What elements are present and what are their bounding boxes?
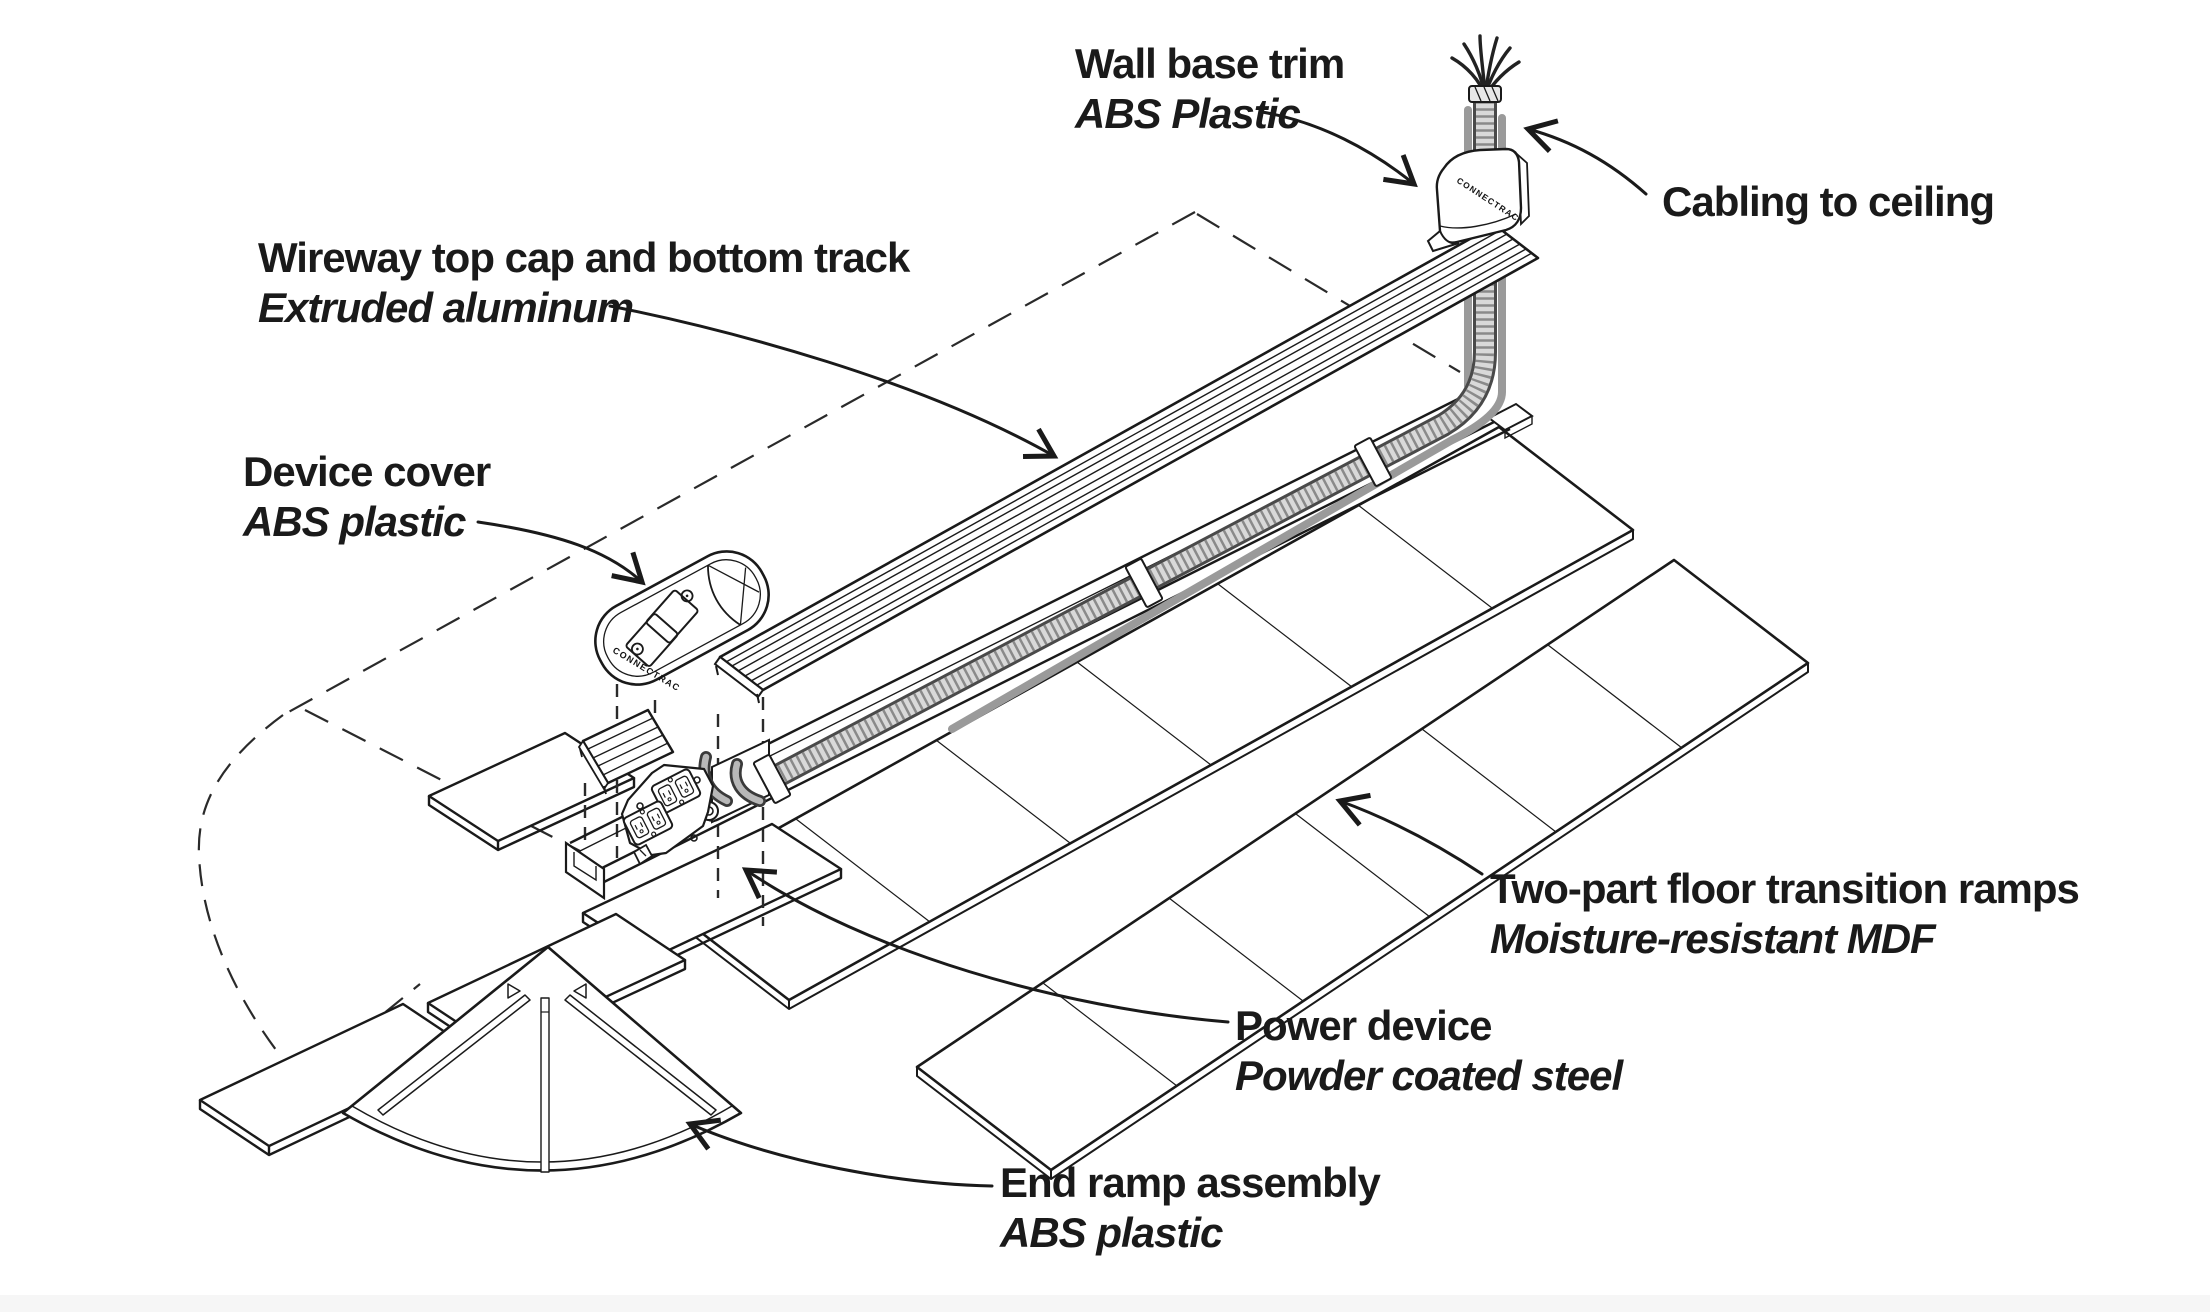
callout-title: Device cover: [243, 448, 491, 495]
gray-cable-tube-right: [948, 114, 1506, 733]
page-edge: [0, 1295, 2210, 1312]
callout-wall-base-trim: Wall base trim ABS Plastic: [1074, 40, 1345, 137]
device-cover: CONNECTRAC: [594, 550, 770, 693]
cable-funnel: [707, 564, 760, 626]
callout-title: Two-part floor transition ramps: [1490, 865, 2079, 912]
callout-material: Moisture-resistant MDF: [1490, 915, 1937, 962]
duplex-outlet: [622, 800, 674, 846]
dashed-far-edge: [284, 211, 1196, 715]
mounting-clip: [632, 843, 654, 866]
ramp-grid-lines: [1042, 644, 1683, 1087]
dashed-left-end: [304, 709, 581, 852]
leader-device-cover: [476, 520, 646, 586]
screw: [636, 802, 644, 810]
outlet-opening: [625, 613, 679, 667]
conduit-clamp: [1124, 558, 1164, 608]
track-end-opening: [564, 840, 606, 901]
callout-material: ABS plastic: [999, 1209, 1223, 1256]
conduit-clamp: [1353, 437, 1393, 487]
callout-power-device: Power device Powder coated steel: [1235, 1002, 1625, 1099]
cable-run: [698, 34, 1521, 824]
screw: [693, 776, 701, 784]
conduit-clamps: [752, 437, 1393, 804]
dashed-wall-edge: [1196, 213, 1461, 373]
seam-marker-left: [507, 983, 521, 999]
ramp-seam-left: [377, 994, 531, 1116]
leader-transition-ramps: [1335, 792, 1484, 876]
screw: [631, 642, 644, 656]
leader-cabling: [1523, 118, 1648, 196]
dashed-curve-option: [197, 714, 301, 1081]
leader-power-device: [741, 867, 1230, 1024]
callout-title: End ramp assembly: [1000, 1159, 1381, 1206]
end-ramp-assembly: [341, 945, 743, 1173]
leader-wall-base-trim: [1260, 110, 1418, 188]
trim-lip: [1426, 229, 1460, 253]
conduit-clamp: [752, 754, 792, 804]
callout-wireway: Wireway top cap and bottom track Extrude…: [258, 234, 912, 331]
transition-ramp-strip-1: [653, 425, 1635, 1010]
device-top-cap: [577, 708, 675, 795]
callout-material: ABS plastic: [242, 498, 466, 545]
seam-marker-right: [573, 983, 587, 999]
ramp-seam-center: [540, 997, 550, 1173]
conduit-collar: [1468, 85, 1502, 103]
callout-leaders: [476, 110, 1648, 1188]
callout-device-cover: Device cover ABS plastic: [242, 448, 492, 545]
transition-ramp-strip-2: [915, 558, 1810, 1180]
corrugated-conduit: [701, 86, 1497, 822]
callout-material: Powder coated steel: [1235, 1052, 1624, 1099]
ramp-grid-lines: [795, 504, 1493, 923]
floor-pieces: [198, 425, 1810, 1180]
callout-end-ramp: End ramp assembly ABS plastic: [999, 1159, 1382, 1256]
screw: [680, 589, 694, 603]
wall-base-trim: CONNECTRAC: [1426, 147, 1530, 253]
ramp-plank: [427, 731, 636, 852]
cap-extrusion-lines: [587, 717, 669, 776]
cap-extrusion-lines: [725, 229, 1533, 686]
ramp-seam-right: [564, 994, 717, 1116]
callout-labels: Wall base trim ABS Plastic Cabling to ce…: [242, 40, 2080, 1256]
callout-title: Power device: [1235, 1002, 1491, 1049]
screw: [690, 834, 698, 842]
callout-title: Wall base trim: [1075, 40, 1344, 87]
wireway-top-cap: [713, 223, 1540, 704]
outlet-opening: [645, 589, 699, 644]
duplex-outlet: [650, 768, 702, 814]
leader-end-ramp: [685, 1117, 994, 1188]
callout-title: Wireway top cap and bottom track: [258, 234, 911, 281]
callout-transition-ramps: Two-part floor transition ramps Moisture…: [1490, 865, 2080, 962]
callout-cabling-to-ceiling: Cabling to ceiling: [1662, 178, 1995, 225]
power-device: [620, 763, 715, 866]
leader-wireway: [608, 304, 1059, 460]
callout-title: Cabling to ceiling: [1662, 178, 1994, 225]
callout-material: ABS Plastic: [1074, 90, 1300, 137]
callout-material: Extruded aluminum: [258, 284, 633, 331]
